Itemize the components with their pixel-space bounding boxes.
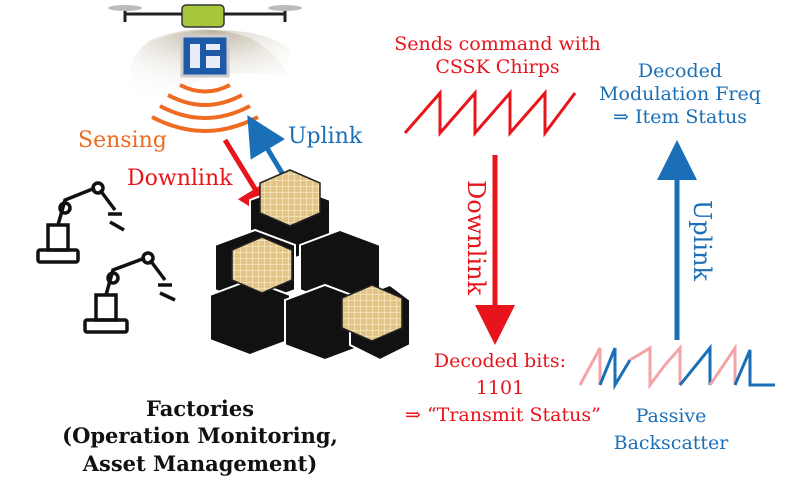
tag-icon [231, 169, 403, 342]
sensing-waves-icon [151, 83, 259, 133]
caption-line-2: (Operation Monitoring, [62, 423, 338, 449]
decoded-freq-line-2: Modulation Freq [599, 82, 761, 105]
downlink-vertical-label: Downlink [462, 180, 490, 296]
decoded-freq-line-1: Decoded [637, 60, 723, 82]
passive-backscatter-text: Passive Backscatter [596, 405, 746, 455]
caption-line-3: Asset Management) [82, 450, 318, 476]
robot-arm-icon [83, 251, 176, 334]
backscatter-chirps [578, 343, 775, 391]
decoded-freq-text: Decoded Modulation Freq ⇒ Item Status [590, 60, 770, 128]
sensing-label: Sensing [78, 128, 167, 153]
decoded-bits-line-1: Decoded bits: [433, 350, 567, 372]
uplink-arrow [247, 115, 288, 180]
decoded-bits-line-2: 1101 [475, 376, 525, 399]
decoded-freq-line-3: ⇒ Item Status [612, 105, 747, 128]
caption-line-1: Factories [145, 396, 255, 421]
command-text: Sends command with CSSK Chirps [385, 33, 610, 79]
uplink-label: Uplink [288, 124, 363, 149]
command-chirps [403, 89, 577, 138]
downlink-label: Downlink [127, 166, 233, 191]
uplink-vertical-label: Uplink [688, 200, 716, 281]
decoded-bits-line-3: ⇒ “Transmit Status” [405, 403, 601, 426]
drone-icon [108, 4, 302, 110]
command-line-2: CSSK Chirps [435, 55, 560, 78]
command-line-1: Sends command with [394, 33, 601, 55]
passive-line-2: Backscatter [613, 431, 729, 454]
scenario-caption: Factories (Operation Monitoring, Asset M… [40, 395, 360, 477]
robot-arm-icon [36, 181, 125, 264]
decoded-bits-text: Decoded bits: 1101 ⇒ “Transmit Status” [405, 350, 601, 426]
passive-line-1: Passive [635, 405, 707, 427]
